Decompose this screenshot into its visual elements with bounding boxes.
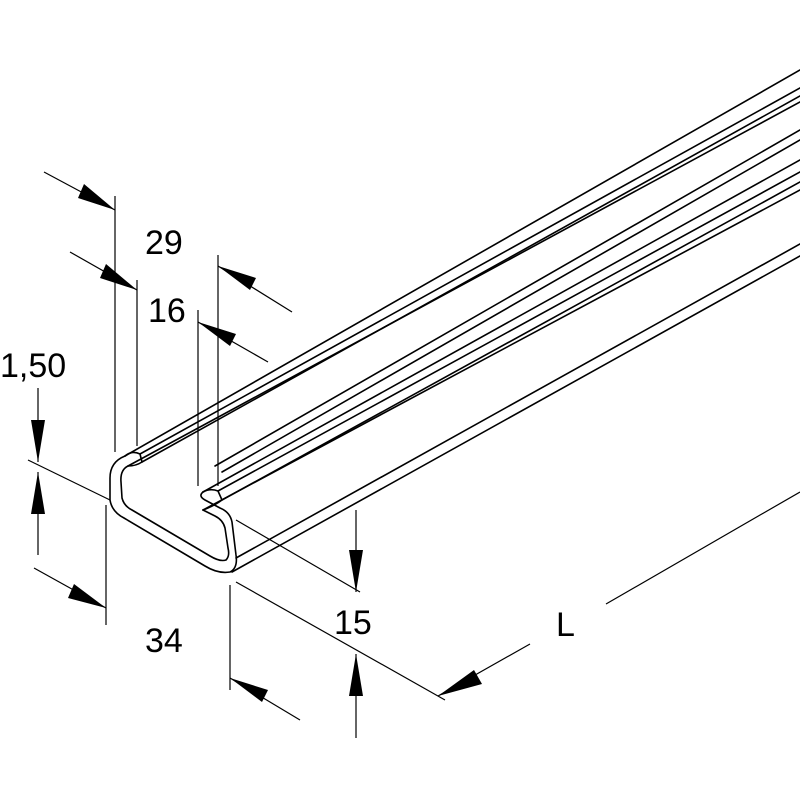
dim-34 (33, 567, 301, 721)
dim-L (437, 491, 800, 697)
label-29: 29 (145, 224, 183, 262)
rail-body-edges (124, 69, 800, 573)
label-L: L (556, 606, 575, 644)
dim-1-50 (31, 388, 45, 555)
label-34: 34 (145, 622, 183, 660)
label-15: 15 (334, 604, 372, 642)
extension-lines (27, 196, 446, 701)
label-1-50: 1,50 (0, 347, 66, 385)
label-16: 16 (148, 292, 186, 330)
dim-15 (349, 510, 363, 738)
dim-16 (69, 251, 269, 363)
dim-29 (43, 171, 293, 313)
